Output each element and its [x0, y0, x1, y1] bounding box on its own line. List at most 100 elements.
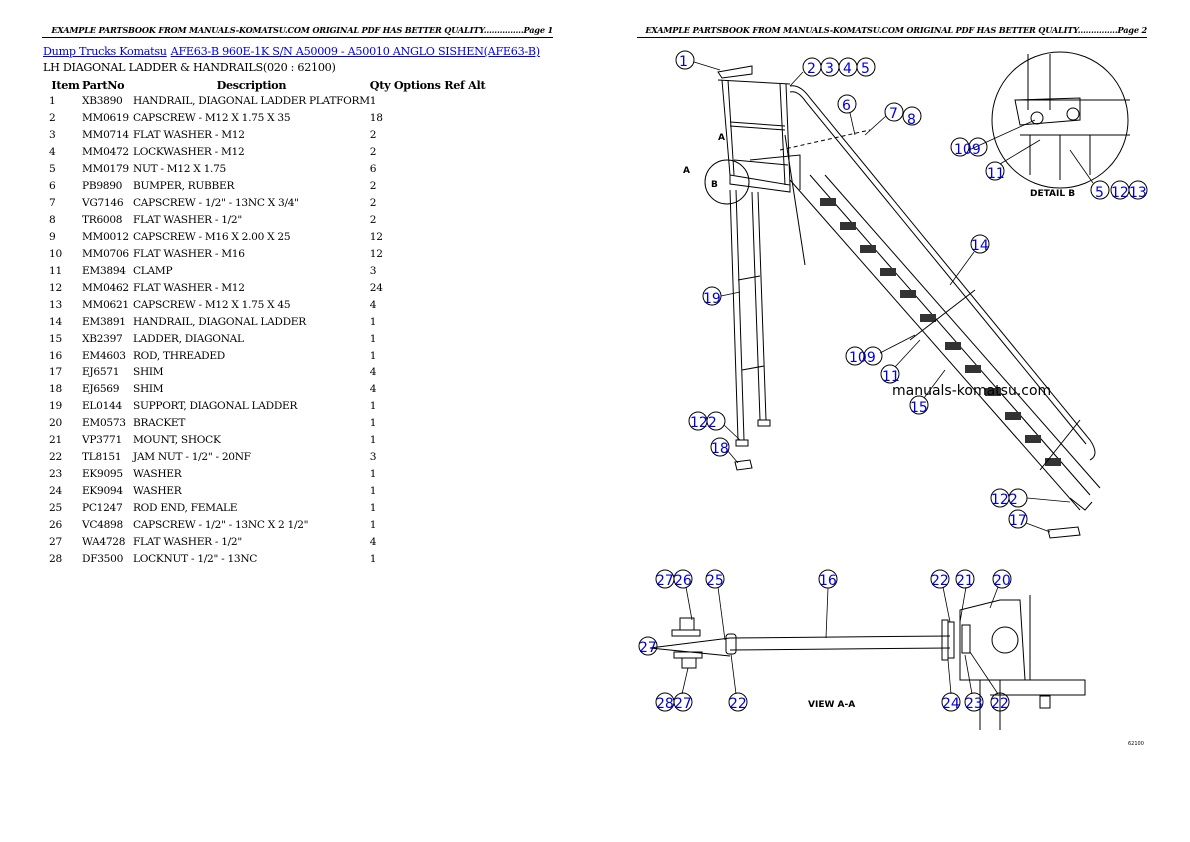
row-partno: VC4898	[82, 518, 123, 531]
row-description: ROD END, FEMALE	[133, 501, 238, 514]
row-description: ROD, THREADED	[133, 349, 225, 362]
row-description: HANDRAIL, DIAGONAL LADDER	[133, 315, 306, 328]
row-partno: MM0714	[82, 129, 129, 142]
row-qty: 1	[369, 552, 377, 565]
row-qty: 1	[369, 518, 377, 531]
row-description: HANDRAIL, DIAGONAL LADDER PLATFORM	[133, 95, 370, 108]
row-partno: MM0621	[82, 298, 129, 311]
row-item: 24	[49, 485, 62, 498]
row-item: 13	[49, 298, 62, 311]
row-partno: MM0462	[82, 281, 129, 294]
row-item: 8	[49, 214, 56, 227]
callout-5-detail: 5	[1095, 185, 1104, 201]
row-partno: EM3894	[82, 264, 126, 277]
table-row: 1 XB3890 HANDRAIL, DIAGONAL LADDER PLATFOR…	[43, 93, 485, 110]
row-item: 16	[49, 349, 62, 362]
row-partno: EK9094	[82, 485, 123, 498]
row-item: 25	[49, 501, 62, 514]
detail-b-marker: B	[711, 180, 718, 190]
callout-8: 8	[907, 112, 916, 128]
breadcrumb-link-model[interactable]: AFE63-B 960E-1K S/N A50009 - A50010 ANGL…	[170, 45, 541, 58]
row-description: CAPSCREW - M12 X 1.75 X 35	[133, 112, 291, 125]
row-item: 28	[49, 552, 62, 565]
row-item: 10	[49, 247, 62, 260]
callout-4: 4	[843, 61, 852, 77]
detail-b-label: DETAIL B	[1030, 189, 1075, 199]
row-partno: PB9890	[82, 180, 123, 193]
row-partno: EM0573	[82, 417, 126, 430]
callout-17: 17	[1009, 513, 1027, 529]
row-qty: 2	[369, 180, 377, 193]
row-description: FLAT WASHER - 1/2"	[133, 535, 242, 548]
callout-109-detail: 109	[954, 142, 981, 158]
row-description: CAPSCREW - M16 X 2.00 X 25	[133, 230, 291, 243]
row-item: 5	[49, 163, 56, 176]
parts-diagram: 1 2 3 4 5 6 7 8 109 11 5 12 13 14 19 109…	[630, 40, 1190, 760]
breadcrumb-link-dump-trucks[interactable]: Dump Trucks Komatsu	[43, 45, 167, 58]
callout-20: 20	[993, 573, 1011, 589]
row-description: SHIM	[133, 366, 164, 379]
callout-23: 23	[965, 696, 983, 712]
row-description: CLAMP	[133, 264, 173, 277]
callout-27-bottom: 27	[674, 696, 692, 712]
parts-table-body: 1 XB3890 HANDRAIL, DIAGONAL LADDER PLATFOR…	[43, 93, 485, 567]
callout-15: 15	[910, 400, 928, 416]
row-description: CAPSCREW - 1/2" - 13NC X 3/4"	[133, 197, 299, 210]
row-item: 17	[49, 366, 62, 379]
callout-25: 25	[706, 573, 724, 589]
row-qty: 1	[369, 417, 377, 430]
callout-13-detail: 13	[1129, 185, 1147, 201]
row-partno: EM3891	[82, 315, 126, 328]
section-a-label-left: A	[683, 166, 690, 176]
row-qty: 1	[369, 332, 377, 345]
callout-11: 11	[882, 369, 900, 385]
callout-27-mid: 27	[639, 640, 657, 656]
row-description: LADDER, DIAGONAL	[133, 332, 244, 345]
row-item: 19	[49, 400, 62, 413]
ladder-drawing: 1 2 3 4 5 6 7 8 109 11 5 12 13 14 19 109…	[638, 50, 1148, 747]
row-qty: 1	[369, 400, 377, 413]
row-description: BRACKET	[133, 417, 186, 430]
row-description: WASHER	[133, 468, 182, 481]
row-partno: XB3890	[82, 95, 123, 108]
row-qty: 3	[369, 264, 377, 277]
row-description: MOUNT, SHOCK	[133, 434, 221, 447]
callout-2: 2	[807, 61, 816, 77]
row-description: WASHER	[133, 485, 182, 498]
figure-code: 62100	[1128, 741, 1144, 747]
row-description: CAPSCREW - 1/2" - 13NC X 2 1/2"	[133, 518, 309, 531]
row-description: FLAT WASHER - 1/2"	[133, 214, 242, 227]
callout-27-top: 27	[656, 573, 674, 589]
row-qty: 4	[369, 383, 377, 396]
row-qty: 1	[369, 434, 377, 447]
row-item: 1	[49, 95, 56, 108]
row-partno: EJ6569	[82, 383, 120, 396]
row-qty: 1	[369, 501, 377, 514]
row-description: BUMPER, RUBBER	[133, 180, 235, 193]
row-description: CAPSCREW - M12 X 1.75 X 45	[133, 298, 291, 311]
page2-header: EXAMPLE PARTSBOOK FROM MANUALS-KOMATSU.C…	[637, 25, 1147, 38]
row-description: SHIM	[133, 383, 164, 396]
row-partno: MM0619	[82, 112, 129, 125]
callout-7: 7	[889, 106, 898, 122]
row-qty: 12	[369, 230, 383, 243]
callout-122-right: 122	[991, 492, 1018, 508]
row-partno: MM0706	[82, 247, 129, 260]
callout-22-right: 22	[991, 696, 1009, 712]
row-item: 6	[49, 180, 56, 193]
page-title: LH DIAGONAL LADDER & HANDRAILS(020 : 621…	[43, 61, 336, 74]
row-partno: VG7146	[82, 197, 124, 210]
row-description: SUPPORT, DIAGONAL LADDER	[133, 400, 298, 413]
row-item: 21	[49, 434, 62, 447]
